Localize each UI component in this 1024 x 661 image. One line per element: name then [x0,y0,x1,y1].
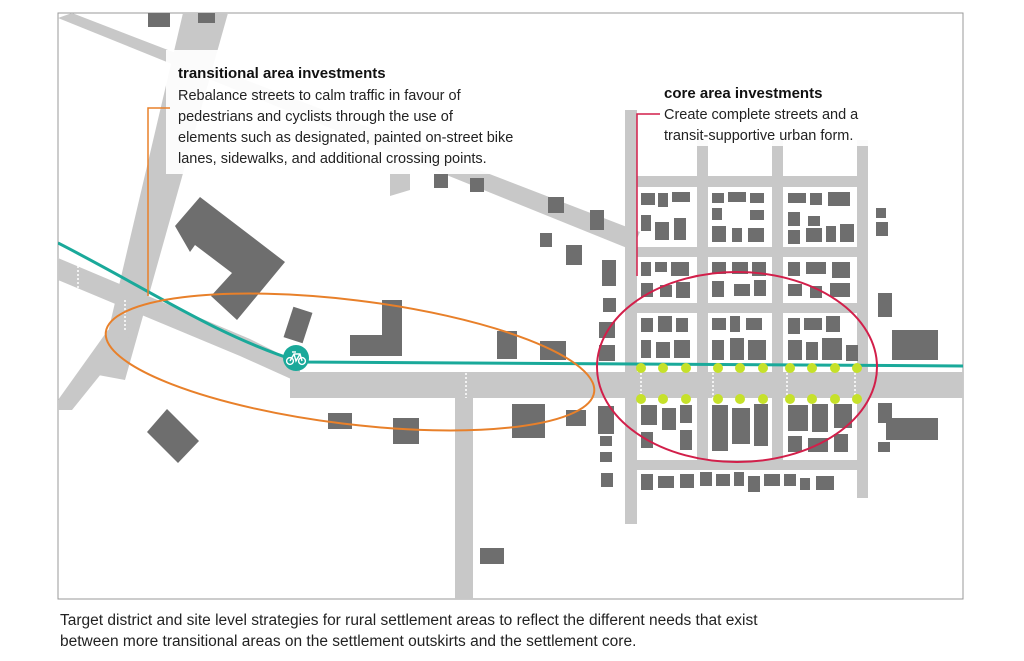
road-main-west [58,258,300,383]
core-line-1: Create complete streets and a [664,107,859,123]
figure-caption: Target district and site level strategie… [60,610,990,652]
transitional-line-4: lanes, sidewalks, and additional crossin… [178,151,487,167]
grid-avenue-2 [697,140,708,460]
buildings [147,13,938,564]
bike-lane [58,241,963,368]
transitional-line-3: elements such as designated, painted on-… [178,130,513,146]
grid-avenue-1 [625,110,637,524]
grid-avenue-4 [857,140,868,498]
transitional-line-2: pedestrians and cyclists through the use… [178,109,454,125]
bike-marker [283,345,309,371]
crosswalks [77,266,856,398]
core-area-outline [596,271,878,463]
road-south-spur [455,398,473,599]
grid-street-1 [625,176,868,187]
transitional-area-outline [104,292,596,432]
transitional-callout-bg [166,50,568,174]
transitional-line-1: Rebalance streets to calm traffic in fav… [178,88,462,104]
building-diamond [147,409,199,463]
transitional-leader-line [147,107,170,296]
building-large-l [175,197,285,320]
grid-street-3 [625,303,868,313]
transitional-title: transitional area investments [178,65,386,82]
grid-street-4 [625,460,868,470]
bicycle-icon [285,351,307,366]
caption-line-2: between more transitional areas on the s… [60,633,637,650]
grid-street-2 [625,247,868,257]
grid-avenue-3 [772,140,783,460]
core-callout-bg [656,78,902,146]
core-title: core area investments [664,85,822,102]
core-line-2: transit-supportive urban form. [664,128,853,144]
street-trees [636,363,862,404]
core-leader-line [636,113,660,276]
caption-line-1: Target district and site level strategie… [60,612,758,629]
